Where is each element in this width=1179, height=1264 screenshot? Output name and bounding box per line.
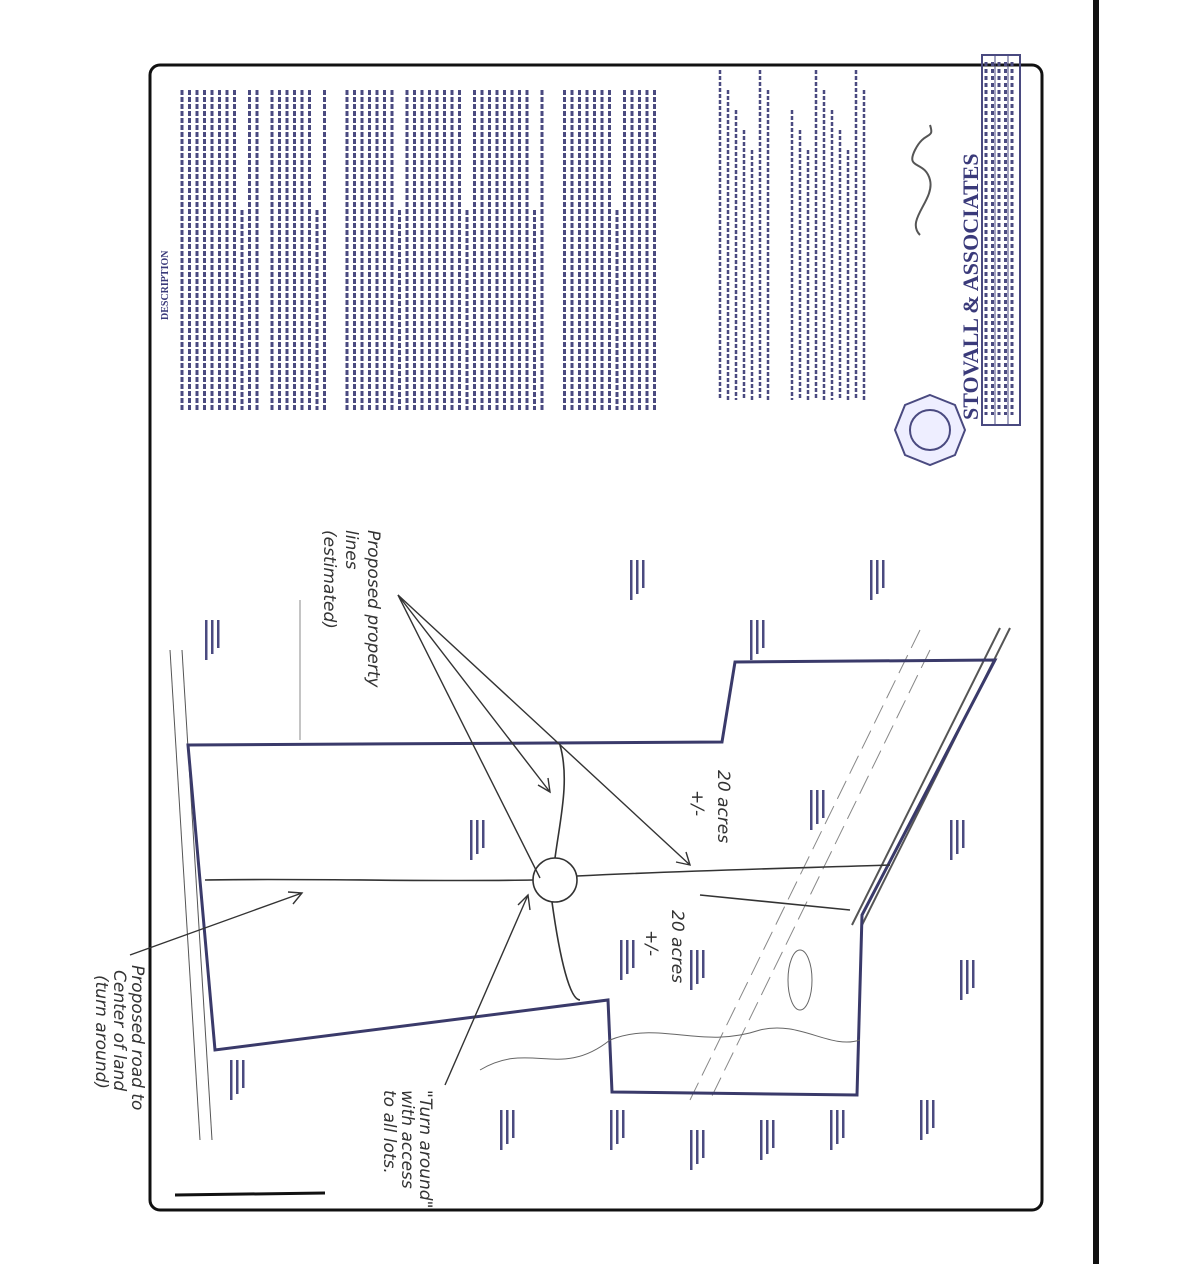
adjoiner-label bbox=[217, 620, 220, 648]
adjoiner-label bbox=[702, 950, 705, 978]
description-text-block bbox=[180, 90, 656, 410]
adjoiner-label bbox=[482, 820, 485, 848]
plat-border bbox=[148, 63, 1044, 1212]
adjoiner-label bbox=[610, 1110, 613, 1150]
adjoiner-label bbox=[622, 1110, 625, 1138]
road-left bbox=[169, 649, 213, 1141]
adjoiner-label bbox=[230, 1060, 233, 1100]
adjoiner-label bbox=[690, 1130, 693, 1170]
title-block bbox=[981, 54, 1021, 426]
adjoiner-label bbox=[972, 960, 975, 988]
adjoiner-label bbox=[810, 790, 813, 830]
adjoiner-label bbox=[870, 560, 873, 600]
adjoiner-label bbox=[830, 1110, 833, 1150]
adjoiner-label bbox=[626, 940, 629, 974]
proposed-lines-note: Proposed property lines (estimated) bbox=[319, 530, 383, 693]
powerline-easement bbox=[689, 629, 931, 1101]
adjoiner-label bbox=[642, 560, 645, 588]
adjoiner-label bbox=[816, 790, 819, 824]
pond bbox=[787, 949, 813, 1011]
parcel-boundary bbox=[186, 658, 998, 1097]
notes-text bbox=[718, 70, 866, 400]
adjoiner-label bbox=[762, 620, 765, 648]
signature bbox=[911, 124, 933, 236]
proposed-road-note: Proposed road to Center of land (turn ar… bbox=[91, 965, 147, 1116]
adjoiner-label bbox=[932, 1100, 935, 1128]
adjoiner-label bbox=[512, 1110, 515, 1138]
adjoiner-label bbox=[966, 960, 969, 994]
adjoiner-label bbox=[926, 1100, 929, 1134]
adjoiner-label bbox=[205, 620, 208, 660]
adjoiner-label bbox=[766, 1120, 769, 1154]
adjoiner-label bbox=[920, 1100, 923, 1140]
adjoiner-label bbox=[750, 620, 753, 660]
acres-label-north: 20 acres +/- bbox=[687, 770, 733, 849]
adjoiner-label bbox=[690, 950, 693, 990]
proposed-lines bbox=[204, 744, 891, 1001]
adjoiner-labels bbox=[205, 560, 975, 1170]
adjoiner-label bbox=[962, 820, 965, 848]
adjoiner-label bbox=[632, 940, 635, 968]
adjoiner-label bbox=[760, 1120, 763, 1160]
turn-around-note: "Turn around" with access to all lots. bbox=[379, 1090, 435, 1214]
adjoiner-label bbox=[696, 950, 699, 984]
adjoiner-label bbox=[882, 560, 885, 588]
acres-label-south: 20 acres +/- bbox=[641, 910, 687, 989]
adjoiner-label bbox=[236, 1060, 239, 1094]
road-right bbox=[851, 627, 1011, 926]
adjoiner-label bbox=[956, 820, 959, 854]
adjoiner-label bbox=[876, 560, 879, 594]
adjoiner-label bbox=[616, 1110, 619, 1144]
adjoiner-label bbox=[836, 1110, 839, 1144]
adjoiner-label bbox=[500, 1110, 503, 1150]
adjoiner-label bbox=[630, 560, 633, 600]
creek bbox=[479, 1027, 861, 1071]
annotation-arrows bbox=[129, 594, 692, 1086]
adjoiner-label bbox=[772, 1120, 775, 1148]
adjoiner-label bbox=[620, 940, 623, 980]
scale-bar bbox=[174, 1191, 326, 1197]
description-heading: DESCRIPTION bbox=[160, 250, 171, 320]
scan-edge bbox=[1093, 0, 1099, 1264]
adjoiner-label bbox=[702, 1130, 705, 1158]
adjoiner-label bbox=[960, 960, 963, 1000]
adjoiner-label bbox=[696, 1130, 699, 1164]
adjoiner-label bbox=[211, 620, 214, 654]
adjoiner-label bbox=[242, 1060, 245, 1088]
firm-name: STOVALL & ASSOCIATES bbox=[958, 153, 983, 420]
adjoiner-label bbox=[842, 1110, 845, 1138]
adjoiner-label bbox=[756, 620, 759, 654]
adjoiner-label bbox=[636, 560, 639, 594]
adjoiner-label bbox=[822, 790, 825, 818]
surveyor-seal bbox=[893, 393, 967, 467]
adjoiner-label bbox=[476, 820, 479, 854]
adjoiner-label bbox=[470, 820, 473, 860]
adjoiner-label bbox=[950, 820, 953, 860]
adjoiner-label bbox=[506, 1110, 509, 1144]
